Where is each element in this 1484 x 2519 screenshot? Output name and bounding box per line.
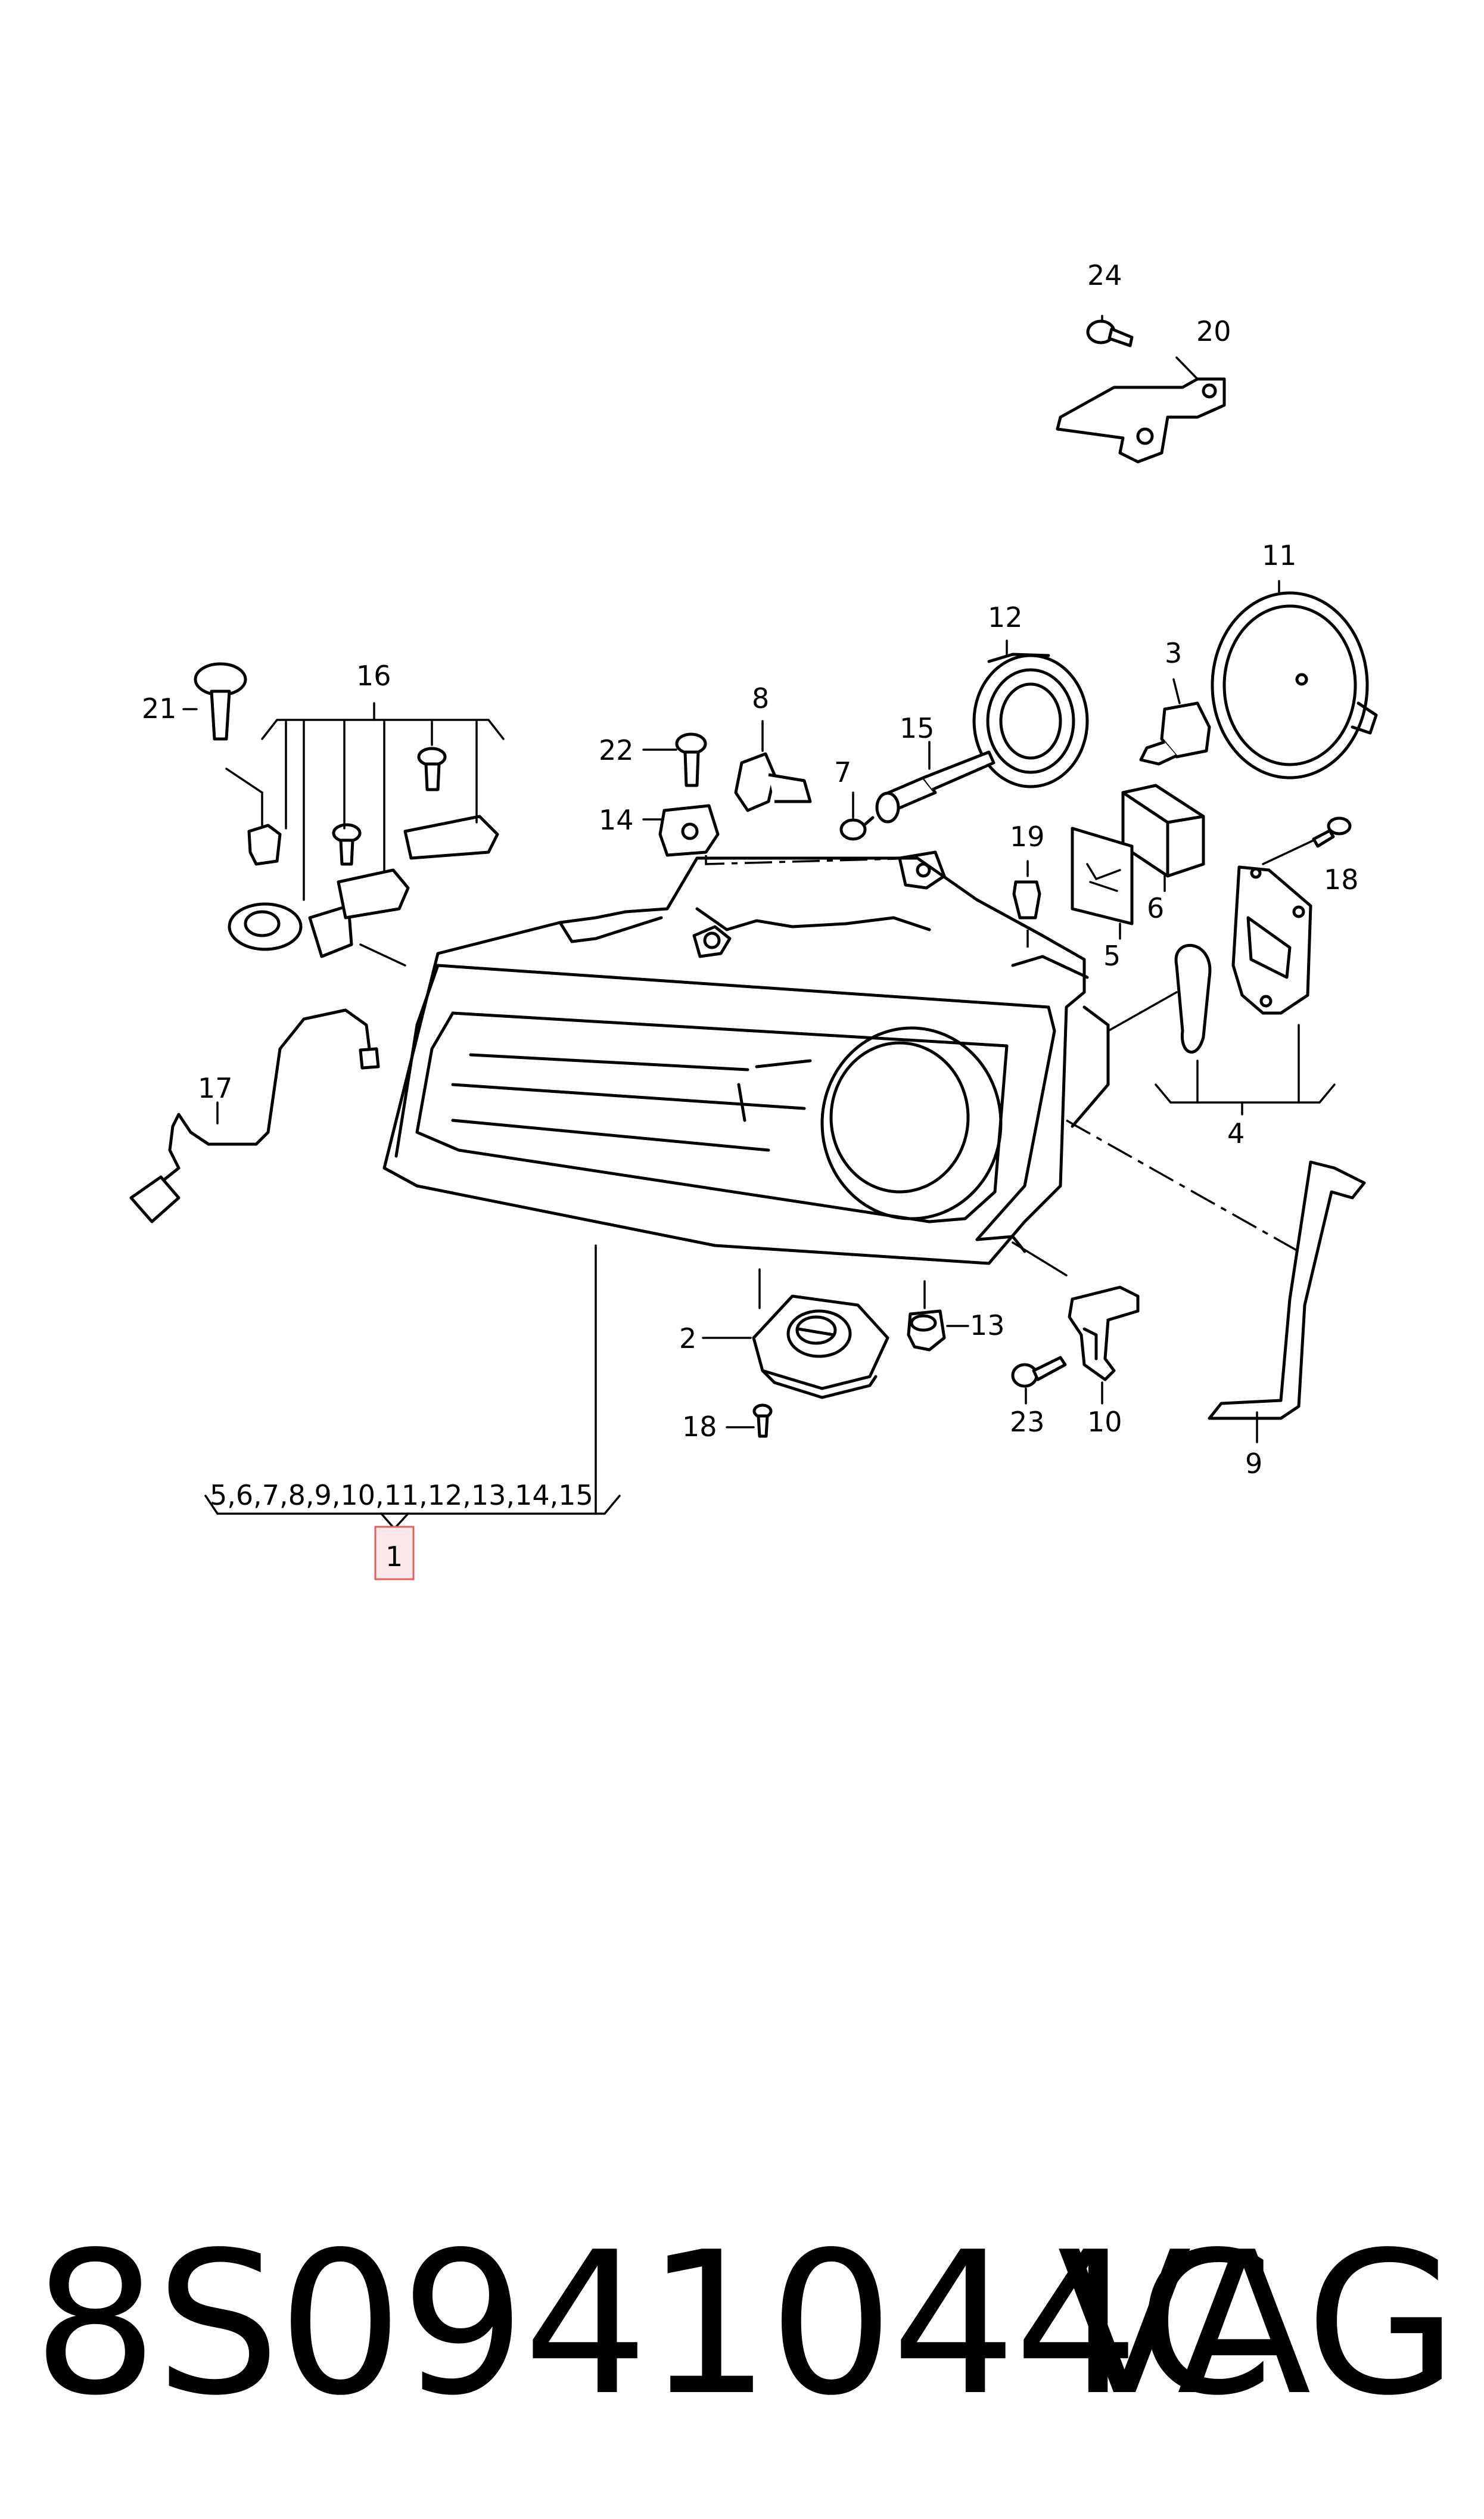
bulb-part-15 xyxy=(875,750,995,824)
callout-8: 8 xyxy=(752,682,769,715)
cable-part-17 xyxy=(129,1008,380,1223)
callout-20: 20 xyxy=(1196,315,1231,347)
callout-2: 2 xyxy=(679,1322,696,1355)
callout-9: 9 xyxy=(1245,1448,1262,1480)
callout-group-1: 5,6,7,8,9,10,11,12,13,14,15 xyxy=(210,1479,593,1511)
callout-23: 23 xyxy=(1010,1406,1045,1438)
callout-1: 1 xyxy=(385,1540,403,1573)
screw-part-23 xyxy=(1011,1356,1067,1388)
bracket-part-20 xyxy=(1056,377,1226,464)
part-number: 8S0941044C xyxy=(33,2210,1274,2439)
callout-4: 4 xyxy=(1227,1117,1245,1150)
callout-16: 16 xyxy=(356,660,391,692)
lamp-part-8 xyxy=(734,752,812,812)
assembly-line-9 xyxy=(1066,1119,1299,1253)
brand-label: VAG xyxy=(1057,2210,1458,2439)
grommet-part-13 xyxy=(907,1309,946,1352)
callout-24: 24 xyxy=(1087,259,1122,291)
assembly-line-14 xyxy=(705,855,918,865)
callout-15: 15 xyxy=(900,712,935,744)
callout-18-lower: 18 xyxy=(682,1411,717,1443)
ballast-part-2 xyxy=(752,1294,889,1399)
small-bulb-part-7 xyxy=(839,816,875,841)
callout-6: 6 xyxy=(1147,892,1164,924)
callout-12: 12 xyxy=(988,601,1023,633)
bracket-line-1 xyxy=(204,1495,621,1515)
bracket-part-14 xyxy=(658,804,720,857)
screw-part-18-upper xyxy=(1312,816,1352,848)
callout-14: 14 xyxy=(599,804,634,836)
mount-kit-part-16 xyxy=(228,747,499,958)
callout-3: 3 xyxy=(1165,637,1182,669)
bracket-part-10 xyxy=(1068,1285,1140,1381)
callout-13: 13 xyxy=(970,1309,1005,1341)
bulb-holder-part-3 xyxy=(1139,701,1211,766)
bolt-part-24 xyxy=(1086,315,1134,347)
module-part-6 xyxy=(1121,784,1205,878)
screw-part-18-lower xyxy=(752,1403,773,1438)
screw-part-22 xyxy=(675,732,707,787)
callout-11: 11 xyxy=(1262,539,1297,571)
screw-part-21 xyxy=(194,662,247,741)
headlamp-housing-part-1 xyxy=(382,850,1110,1265)
actuator-part-4 xyxy=(1231,865,1312,1015)
strip-part-9 xyxy=(1208,1160,1366,1420)
callout-5: 5 xyxy=(1103,940,1121,972)
callout-17: 17 xyxy=(198,1072,233,1104)
callout-19: 19 xyxy=(1010,821,1045,853)
ring-part-12 xyxy=(972,653,1089,788)
cap-part-11 xyxy=(1211,591,1378,779)
callout-22: 22 xyxy=(599,734,634,766)
seal-part-4 xyxy=(1174,943,1212,1054)
highlight-box-part-1 xyxy=(374,1526,415,1580)
bracket-line-4 xyxy=(1155,1083,1336,1104)
callout-10: 10 xyxy=(1087,1406,1122,1438)
bracket-line-16 xyxy=(261,719,505,740)
callout-21: 21 xyxy=(142,692,177,725)
callout-18-upper: 18 xyxy=(1324,864,1359,896)
callout-7: 7 xyxy=(834,756,851,788)
label-part-5 xyxy=(1071,827,1134,925)
